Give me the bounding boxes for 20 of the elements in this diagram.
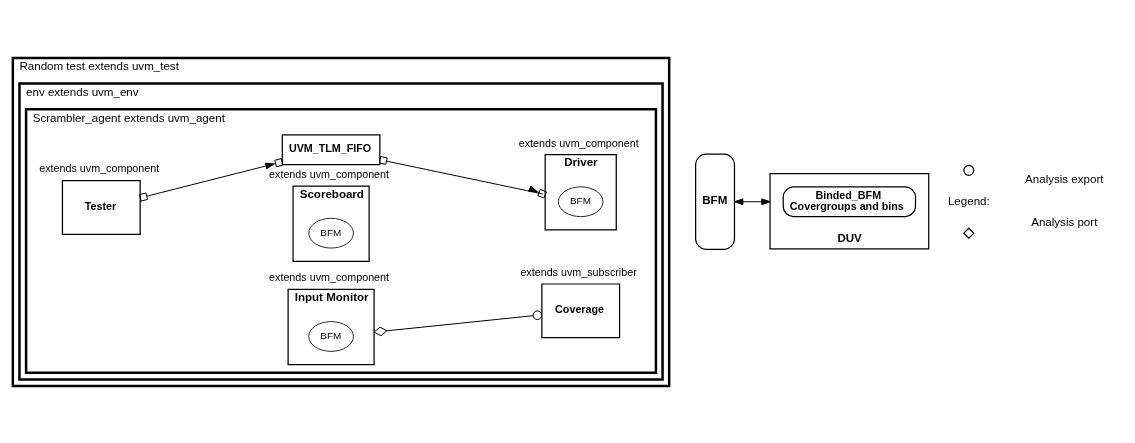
- node-ellipse: BFM: [308, 217, 354, 248]
- node-label: extends uvm_component: [269, 270, 390, 283]
- legend-label: Analysis export: [1025, 172, 1104, 185]
- node-box: Coverage: [541, 282, 621, 338]
- node-box: BFM: [695, 153, 736, 250]
- node-box: UVM_TLM_FIFO: [281, 133, 381, 165]
- legend-label: Analysis port: [1031, 215, 1098, 228]
- node-ellipse: BFM: [308, 320, 354, 352]
- arrow: [139, 157, 284, 202]
- node-box: Tester: [61, 179, 141, 235]
- node-label: extends uvm_subscriber: [520, 265, 637, 278]
- label: Legend:: [947, 194, 990, 207]
- arrow: [734, 197, 771, 205]
- arrow: [378, 155, 547, 198]
- node-label: extends uvm_component: [269, 167, 390, 180]
- node-ellipse: BFM: [558, 185, 604, 217]
- node-label: extends uvm_component: [39, 161, 160, 174]
- connector: [373, 309, 543, 336]
- node-label: extends uvm_component: [518, 136, 639, 149]
- node-box: Binded_BFM Covergroups and bins: [782, 185, 917, 217]
